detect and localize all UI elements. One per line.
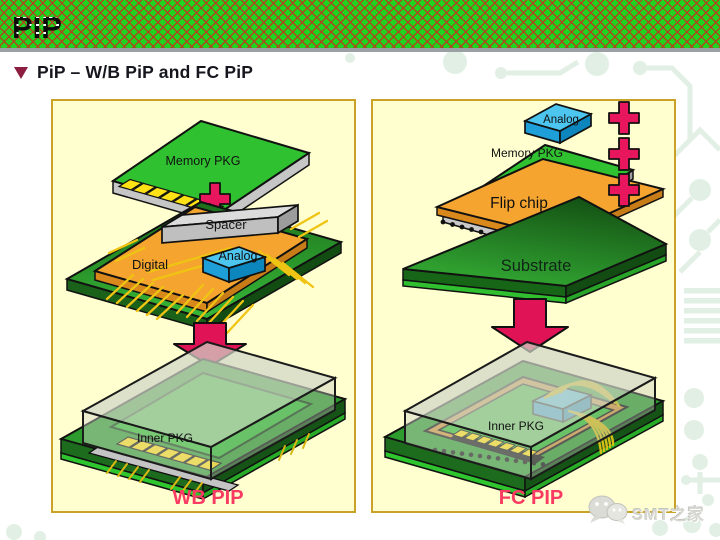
wb-pip-panel: Memory PKG <box>51 99 356 513</box>
header-bar: PIP PIP <box>0 0 720 48</box>
plus-icon <box>608 137 640 171</box>
fc-pip-panel: Memory PKG Analog Flip chip <box>371 99 676 513</box>
down-arrow <box>491 298 569 353</box>
fc-mold-cap <box>402 340 658 481</box>
watermark-text: SMT之家 <box>632 506 705 524</box>
wb-pip-caption: WB PIP <box>172 487 243 509</box>
fc-substrate-label: Substrate <box>501 257 572 275</box>
wb-spacer-label: Spacer <box>205 217 247 232</box>
plus-icon <box>608 101 640 135</box>
fc-pip-diagram: Memory PKG Analog Flip chip <box>382 101 669 509</box>
fc-pip-caption: FC PIP <box>499 487 563 509</box>
fc-memory-pkg-label: Memory PKG <box>491 146 563 160</box>
wb-inner-pkg-label: Inner PKG <box>137 431 193 445</box>
fc-analog-chip <box>522 103 594 145</box>
wb-digital-label: Digital <box>132 257 168 272</box>
header-underline <box>0 48 720 52</box>
wb-memory-pkg-board: Memory PKG <box>110 119 312 225</box>
plus-icon <box>608 173 640 207</box>
wb-pip-diagram: Memory PKG <box>58 119 348 509</box>
fc-flip-chip-label: Flip chip <box>490 195 548 212</box>
page-title: PIP PIP <box>12 10 62 45</box>
title-text: PIP <box>12 10 62 45</box>
wb-substrate-assembly: Spacer Digital Analog <box>64 200 344 335</box>
fc-analog-label: Analog <box>543 114 579 126</box>
fc-molded-package: Inner PKG <box>382 340 666 499</box>
wb-analog-label: Analog <box>219 249 258 263</box>
wb-molded-package: Inner PKG <box>58 340 348 501</box>
bullet-triangle-icon <box>14 66 28 79</box>
subtitle: PiP – W/B PiP and FC PiP <box>14 62 253 83</box>
fc-substrate-board: Substrate <box>402 195 669 305</box>
wechat-icon <box>588 495 628 524</box>
wb-inner-spacer-edge <box>87 446 240 492</box>
subtitle-text: PiP – W/B PiP and FC PiP <box>37 62 254 82</box>
fc-inner-pkg-label: Inner PKG <box>488 419 544 433</box>
wb-inner-pads-row <box>115 436 223 471</box>
wb-analog-chip <box>200 246 268 284</box>
fc-inner-pads-row <box>451 429 539 458</box>
wb-mold-cap <box>80 340 338 481</box>
title-dash-overlay <box>12 16 62 34</box>
wb-inner-wire-ticks <box>106 433 310 496</box>
wb-memory-pkg-label: Memory PKG <box>165 154 240 168</box>
wb-spacer-bar <box>161 203 299 244</box>
watermark: SMT之家 <box>588 495 705 525</box>
